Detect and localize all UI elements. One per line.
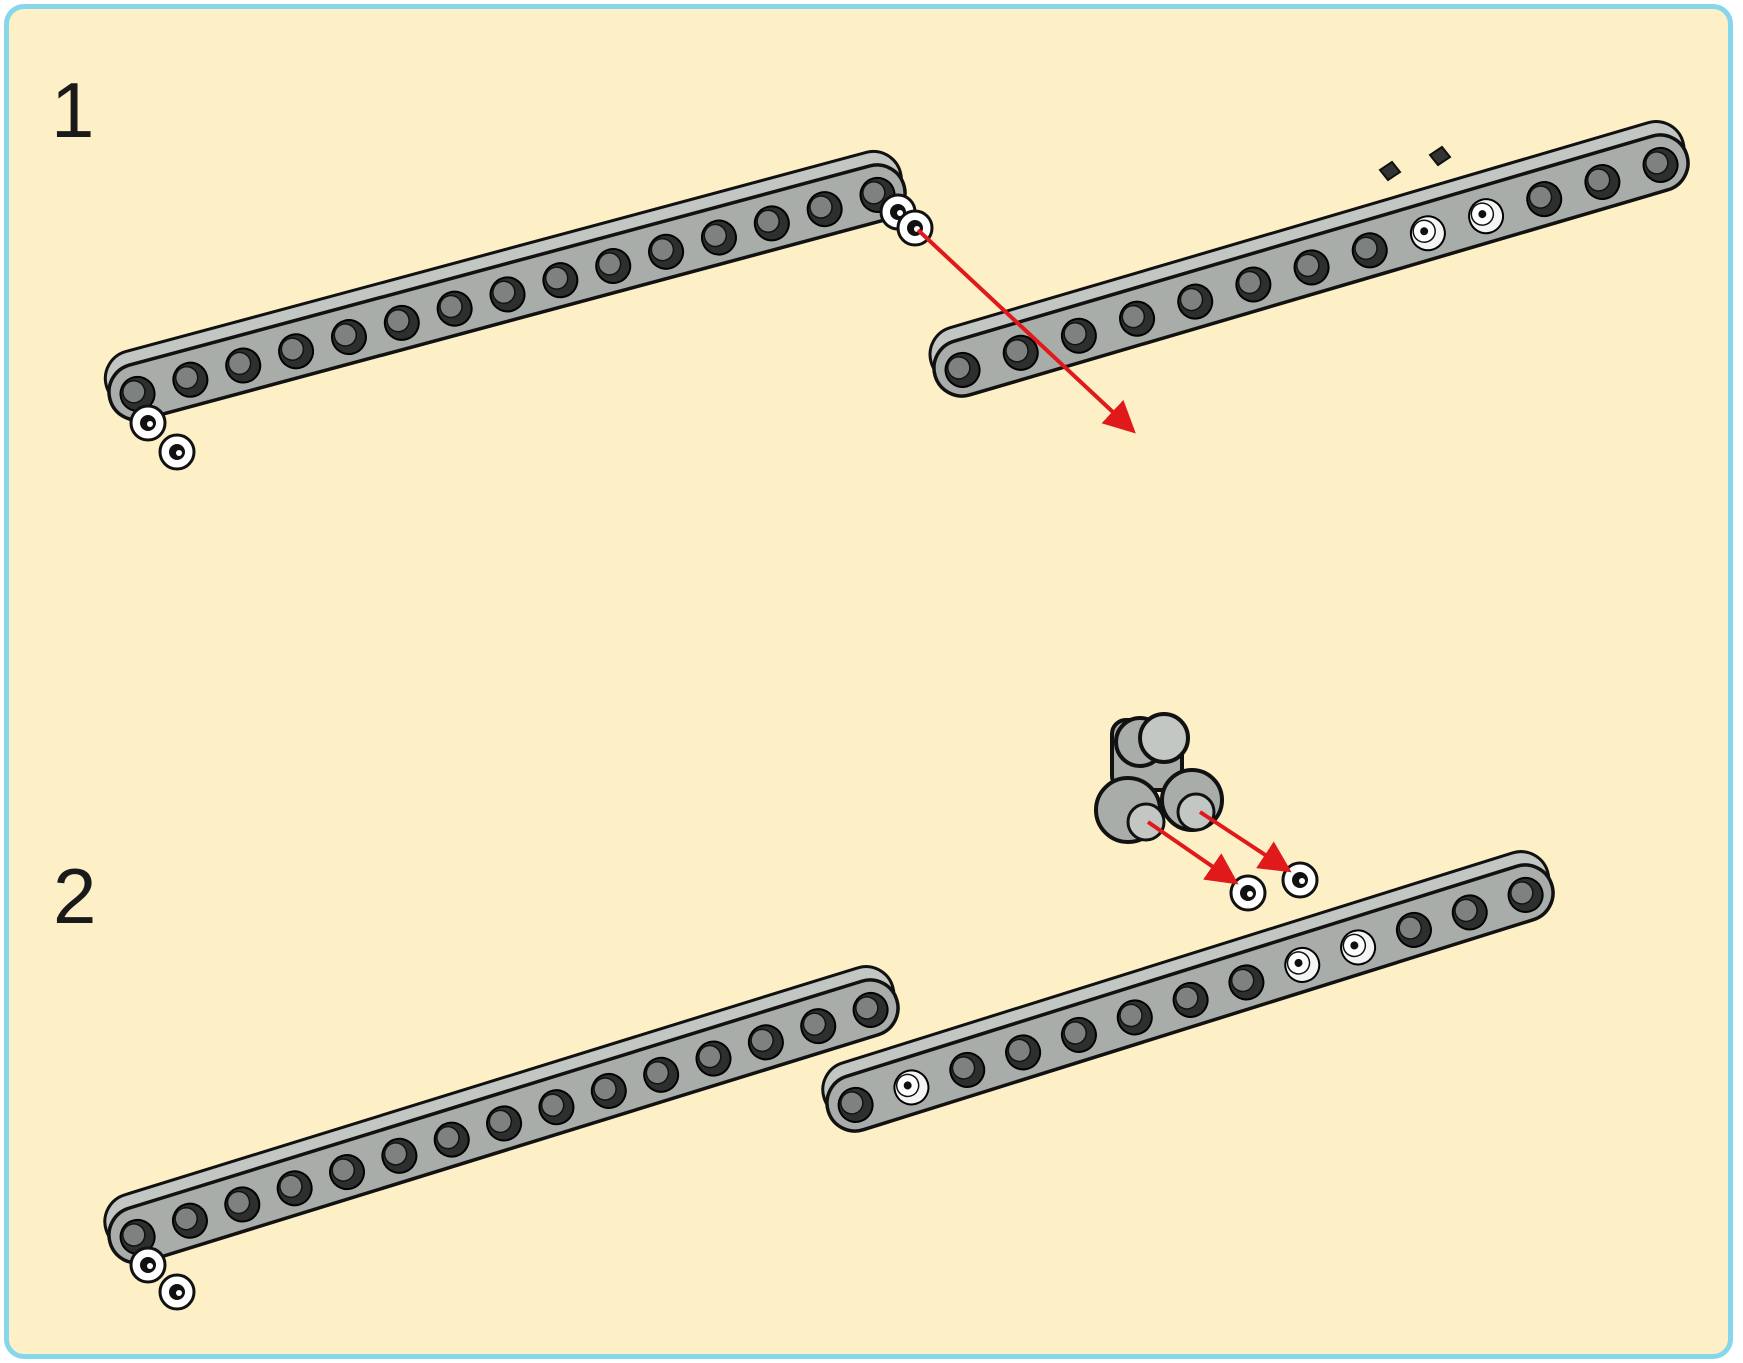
- axle-pin: [1283, 863, 1317, 897]
- beam-15-step2: [98, 960, 905, 1270]
- friction-pin: [131, 1248, 165, 1282]
- beam-15-step1: [99, 145, 911, 426]
- beam-13-step2: [816, 845, 1560, 1139]
- insert-arrow: [1200, 812, 1285, 868]
- pin-top: [1430, 147, 1450, 165]
- cross-block: [1096, 714, 1222, 842]
- axle-pin: [1231, 876, 1265, 910]
- friction-pin: [160, 435, 194, 469]
- beam-13-step1: [923, 115, 1694, 403]
- pin-top: [1380, 162, 1400, 180]
- friction-pin: [160, 1275, 194, 1309]
- friction-pin: [131, 406, 165, 440]
